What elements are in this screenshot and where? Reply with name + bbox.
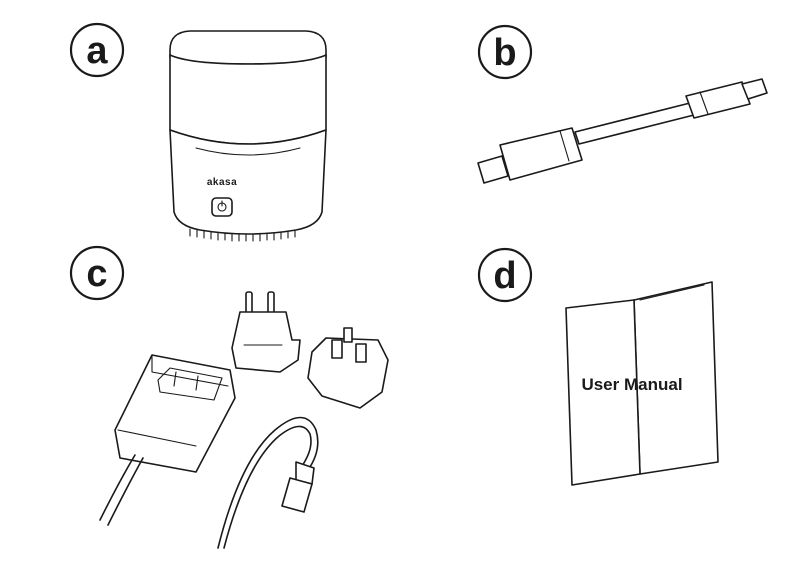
label-d: d — [477, 247, 533, 303]
label-c: c — [69, 245, 125, 301]
power-adapter-illustration — [99, 291, 389, 549]
svg-text:c: c — [86, 253, 107, 295]
user-manual-illustration: User Manual — [565, 281, 719, 486]
svg-text:b: b — [493, 32, 516, 74]
power-button-icon — [211, 197, 233, 217]
eu-plug-adapter — [231, 291, 301, 373]
svg-text:a: a — [86, 30, 108, 72]
label-b: b — [477, 24, 533, 80]
uk-plug-adapter — [307, 327, 389, 409]
enclosure-illustration: akasa — [169, 30, 327, 242]
svg-text:d: d — [493, 255, 516, 297]
label-a: a — [69, 22, 125, 78]
vent-slots — [189, 228, 296, 242]
brand-logo: akasa — [207, 177, 237, 188]
manual-title: User Manual — [581, 375, 682, 394]
usb-cable-illustration — [477, 78, 768, 184]
